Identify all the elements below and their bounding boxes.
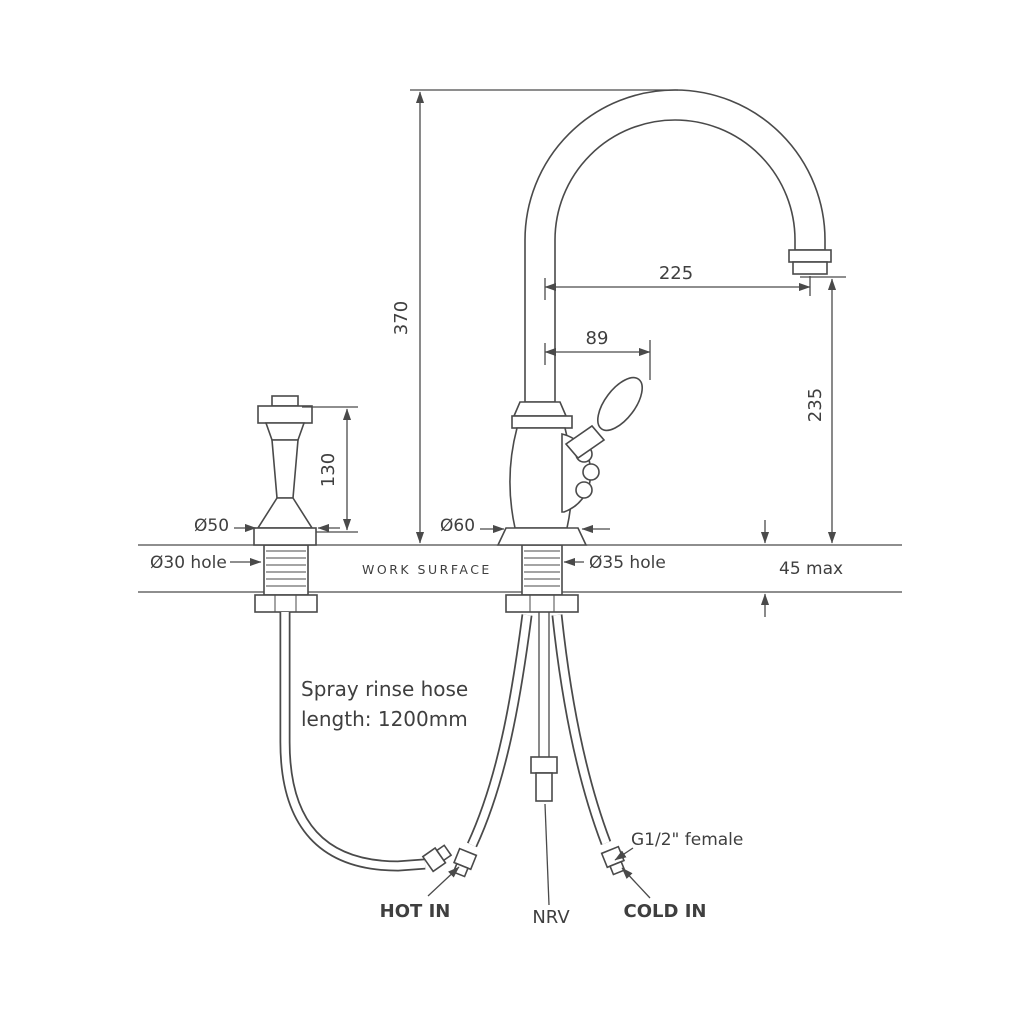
- dim-dia50-label: Ø50: [194, 516, 229, 536]
- spout-collar: [512, 401, 568, 417]
- dim-45max-label: 45 max: [779, 559, 843, 579]
- nrv-label: NRV: [532, 907, 570, 928]
- aerator-tip: [792, 261, 828, 275]
- spray-hose-fitting: [421, 844, 453, 873]
- hot-supply-hose: [452, 614, 533, 878]
- nrv-pipe: [530, 612, 558, 802]
- spray-backnut: [254, 594, 318, 613]
- dim-235-label: 235: [805, 388, 826, 422]
- screw-detail-2: [582, 463, 600, 481]
- dim-89-label: 89: [586, 328, 609, 349]
- dim-dia60-label: Ø60: [440, 516, 475, 536]
- spray-hose-label-line2: length: 1200mm: [301, 707, 468, 731]
- lever-handle: [597, 376, 643, 432]
- spray-shank: [254, 544, 318, 613]
- dim-dia30-hole-label: Ø30 hole: [150, 553, 227, 573]
- spray-top-nub: [271, 395, 299, 407]
- text-labels: 370 225 89 235 130 Ø50 Ø30 hole Ø60 Ø35 …: [150, 263, 843, 928]
- spray-rinse-handset: [253, 395, 317, 546]
- spray-base-flange: [253, 527, 317, 546]
- tap-shank: [505, 544, 579, 613]
- spray-head: [257, 405, 313, 424]
- tap-backnut: [505, 594, 579, 613]
- spray-hose-label-line1: Spray rinse hose: [301, 677, 468, 701]
- cold-supply-hose: [551, 614, 626, 876]
- tap-base-flange: [496, 527, 588, 546]
- connection-size-label: G1/2" female: [631, 830, 743, 850]
- dim-225-label: 225: [659, 263, 693, 284]
- spray-rinse-hose: [279, 612, 453, 873]
- hot-in-label: HOT IN: [380, 901, 451, 922]
- dim-130-label: 130: [318, 453, 339, 487]
- cold-in-leader: [621, 867, 651, 899]
- gooseneck-spout: [524, 89, 826, 403]
- tap-assembly: [496, 89, 832, 546]
- cold-inlet-fitting: [600, 845, 626, 876]
- spray-body: [271, 439, 299, 499]
- dim-370-label: 370: [391, 301, 412, 335]
- dim-dia35-hole-label: Ø35 hole: [589, 553, 666, 573]
- hot-inlet-fitting: [452, 847, 478, 878]
- nrv-valve: [530, 756, 558, 774]
- hot-in-leader: [427, 866, 460, 897]
- spray-base-cone: [256, 497, 314, 529]
- aerator-collar: [788, 249, 832, 263]
- connection-leader: [614, 847, 634, 861]
- dimension-lines: [230, 89, 846, 906]
- nrv-leader: [544, 803, 550, 906]
- work-surface-label: WORK SURFACE: [362, 562, 492, 577]
- screw-detail-3: [575, 481, 593, 499]
- cold-in-label: COLD IN: [624, 901, 707, 922]
- handle-neck: [564, 424, 606, 460]
